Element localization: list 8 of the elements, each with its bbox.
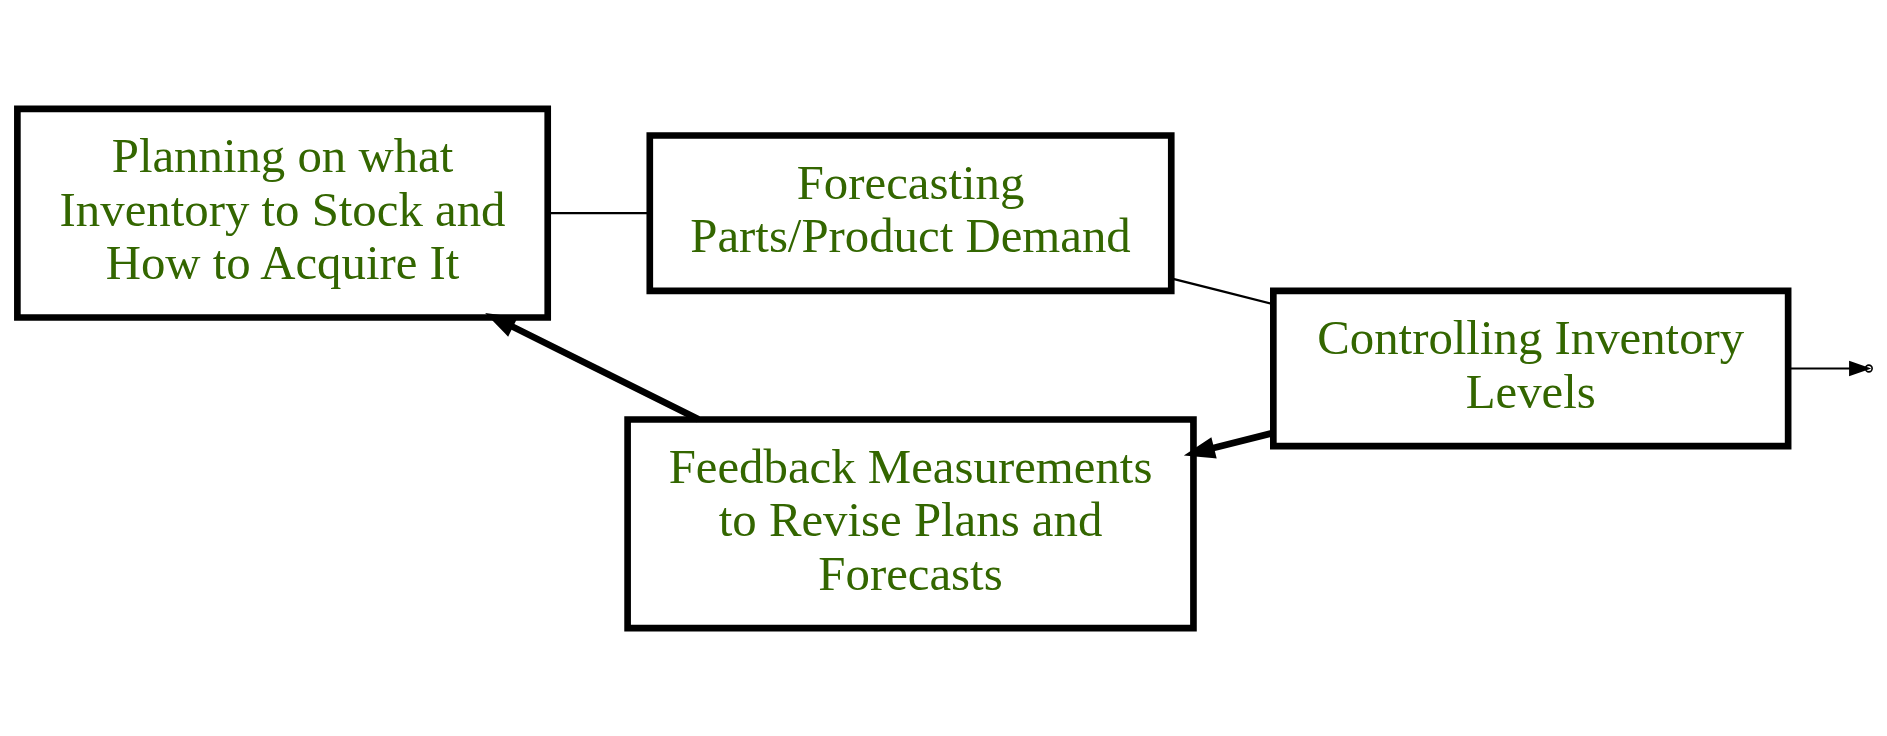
connector [1171, 277, 1273, 305]
node-box: Controlling Inventory Levels [1270, 287, 1792, 449]
node-box: Feedback Measurements to Revise Plans and Forecasts [624, 415, 1197, 631]
arrow [485, 312, 700, 422]
connector [548, 211, 650, 214]
node-box: Planning on what Inventory to Stock and How to Acquire It [14, 105, 552, 321]
node-box: Forecasting Parts/Product Demand [646, 131, 1175, 294]
arrow [1788, 360, 1872, 376]
